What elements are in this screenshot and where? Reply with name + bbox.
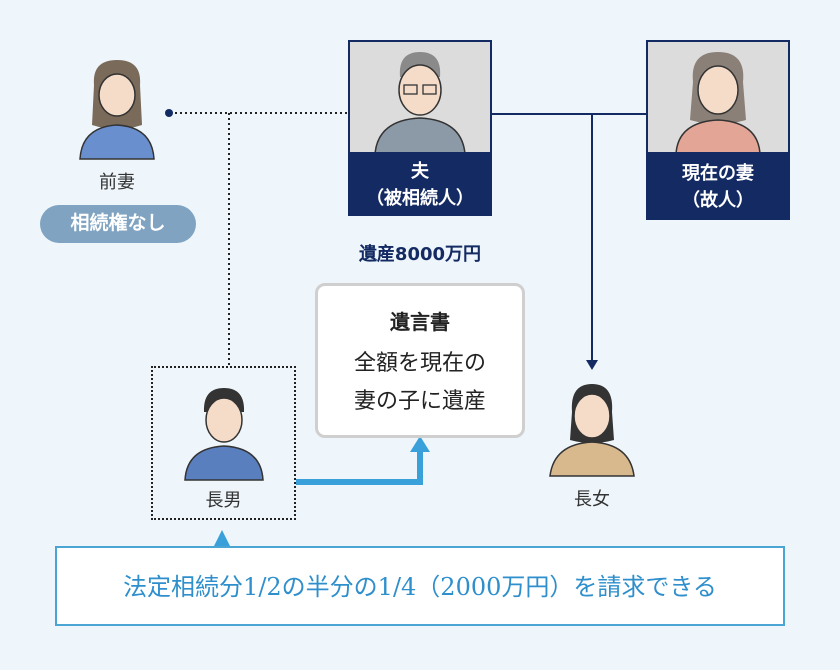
claim-box: 法定相続分1/2の半分の1/4（2000万円）を請求できる [55, 546, 785, 626]
son-to-will-arrow [296, 450, 423, 485]
current-wife-label-line1: 現在の妻 [682, 163, 754, 184]
estate-amount: 遺産8000万円 [358, 244, 482, 265]
eldest-son-name: 長男 [205, 490, 242, 511]
child-arrow [586, 360, 598, 370]
ex-wife-avatar [72, 55, 162, 163]
eldest-son-avatar [184, 388, 264, 481]
current-wife-label: 現在の妻 （故人） [646, 154, 790, 220]
husband-photo [348, 40, 492, 155]
husband-label-line2: （被相続人） [366, 188, 474, 209]
current-wife-label-line2: （故人） [682, 190, 754, 211]
husband-label: 夫 （被相続人） [348, 154, 492, 216]
will-title: 遺言書 [390, 310, 450, 334]
ex-marriage-dot [165, 109, 173, 117]
will-line2: 妻の子に遺産 [353, 389, 486, 414]
ex-wife-name: 前妻 [99, 172, 135, 193]
current-wife-photo [646, 40, 790, 155]
eldest-daughter-avatar [546, 378, 638, 478]
no-inheritance-badge: 相続権なし [40, 205, 196, 243]
son-to-will-arrowhead [410, 436, 430, 452]
will-box: 遺言書 全額を現在の 妻の子に遺産 [315, 283, 525, 438]
husband-label-line1: 夫 [411, 161, 429, 182]
eldest-son-box: 長男 [151, 366, 296, 520]
claim-arrowhead [214, 530, 230, 546]
eldest-daughter-name: 長女 [574, 489, 610, 510]
will-line1: 全額を現在の [353, 351, 486, 376]
